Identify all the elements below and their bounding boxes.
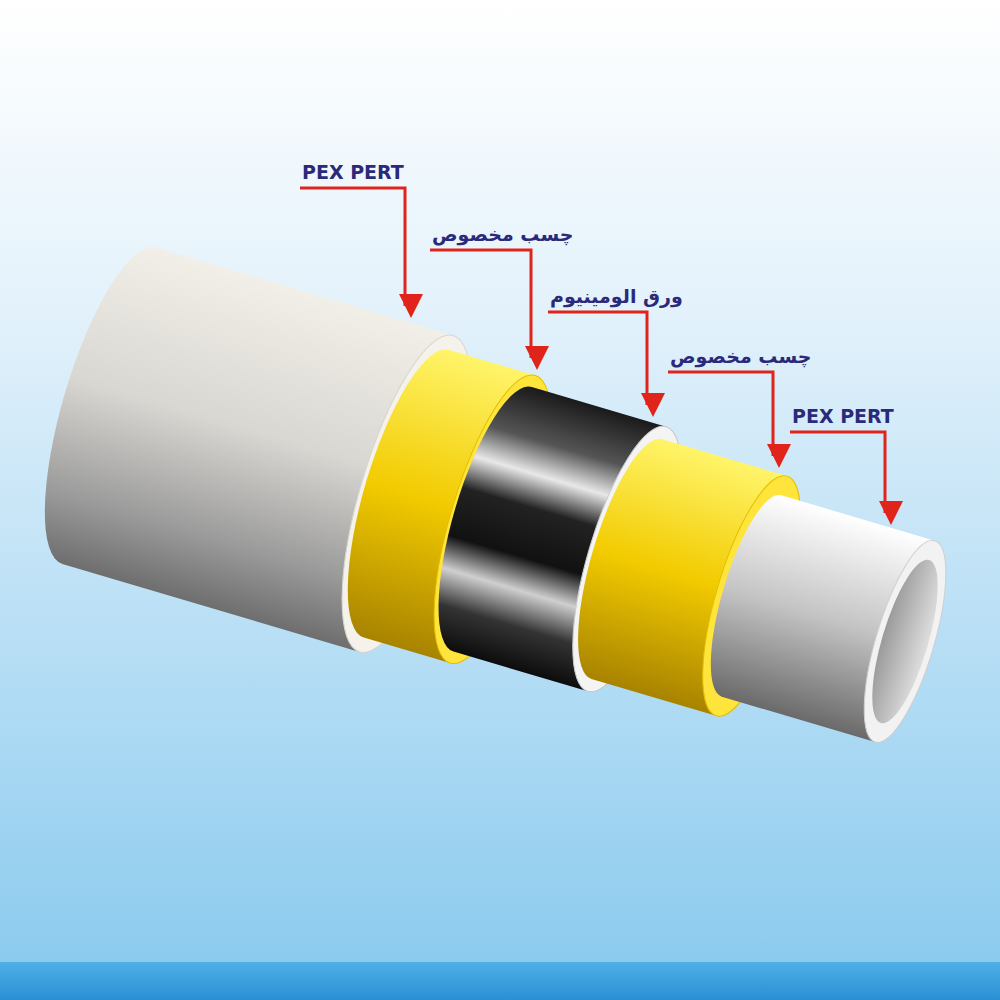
bottom-band xyxy=(0,962,1000,1000)
layer-label: PEX PERT xyxy=(302,160,404,184)
layer-label: چسب مخصوص xyxy=(432,222,573,246)
layer-label: چسب مخصوص xyxy=(670,344,811,368)
pipe xyxy=(18,234,979,807)
leader-line xyxy=(548,312,647,405)
leader-line xyxy=(668,372,773,456)
leader-line xyxy=(300,188,405,306)
layer-label: ورق الومینیوم xyxy=(550,284,683,308)
leader-line xyxy=(790,432,885,513)
leader-line xyxy=(430,250,531,358)
leader-lines xyxy=(300,188,885,513)
layer-label: PEX PERT xyxy=(792,404,894,428)
